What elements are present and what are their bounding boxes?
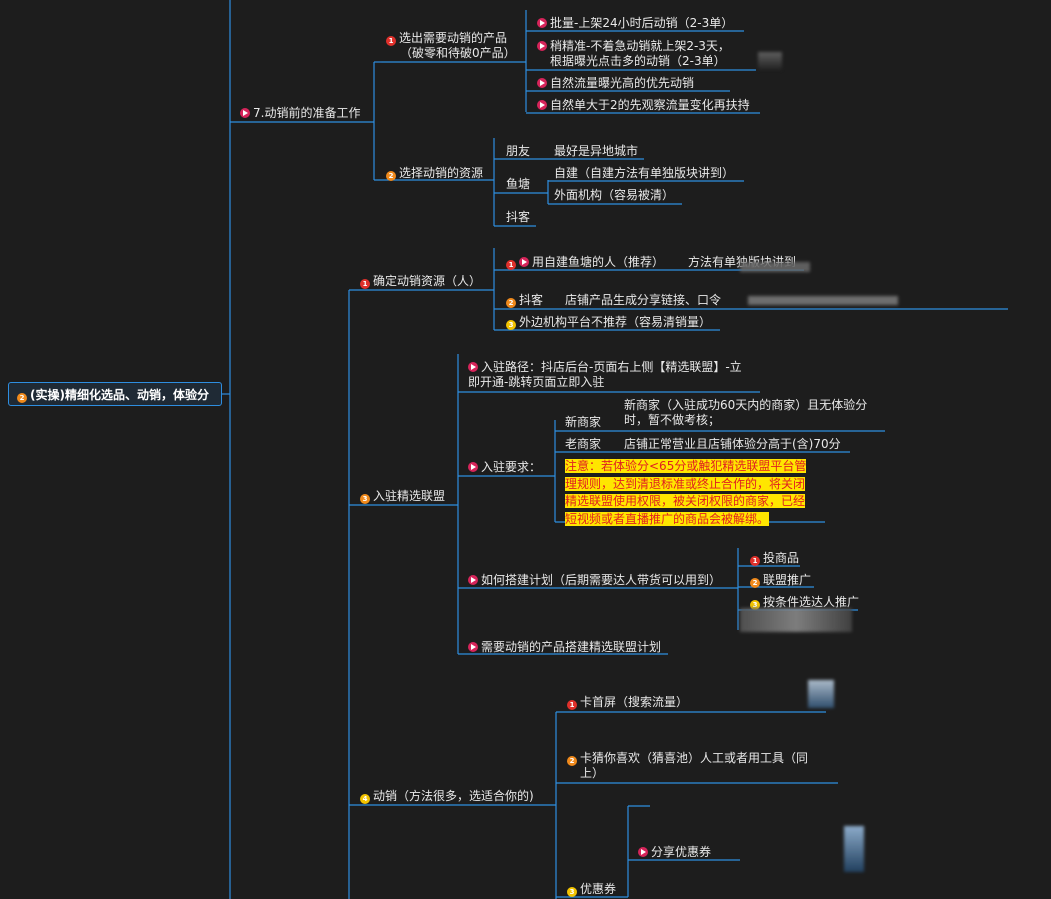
- priority-badge: 2: [567, 756, 577, 766]
- warning-note: 注意：若体验分<65分或触犯精选联盟平台管 理规则，达到清退标准或终止合作的，将…: [565, 458, 813, 528]
- topic-share-coupon[interactable]: 分享优惠券: [638, 845, 711, 860]
- arrow-icon: [240, 108, 250, 118]
- topic-select-item[interactable]: 稍精准-不着急动销就上架2-3天，根据曝光点击多的动销（2-3单）: [537, 39, 730, 69]
- priority-badge: 2: [386, 171, 396, 181]
- topic-friend-note: 最好是异地城市: [554, 144, 638, 159]
- priority-badge: 3: [360, 494, 370, 504]
- arrow-icon: [537, 100, 547, 110]
- topic-prep[interactable]: 7.动销前的准备工作: [240, 106, 360, 121]
- arrow-icon: [468, 362, 478, 372]
- priority-badge: 1: [386, 36, 396, 46]
- topic-pond-item[interactable]: 外面机构（容易被清）: [554, 188, 674, 203]
- blurred-text: [748, 296, 898, 305]
- topic-pond-item[interactable]: 自建（自建方法有单独版块讲到）: [554, 166, 734, 181]
- topic-pond[interactable]: 鱼塘: [506, 177, 530, 192]
- image-thumbnail: [808, 680, 834, 708]
- priority-badge: 2: [506, 298, 516, 308]
- arrow-icon: [638, 847, 648, 857]
- topic-new-merchant[interactable]: 新商家: [565, 415, 601, 430]
- priority-badge: 1: [567, 700, 577, 710]
- topic-alliance-path[interactable]: 入驻路径：抖店后台-页面右上侧【精选联盟】-立 即开通-跳转页面立即入驻: [468, 360, 742, 390]
- priority-badge: 3: [506, 320, 516, 330]
- blurred-text: [740, 262, 810, 272]
- arrow-icon: [537, 18, 547, 28]
- topic-old-merchant-note: 店铺正常营业且店铺体验分高于(含)70分: [624, 437, 841, 452]
- topic-friend[interactable]: 朋友: [506, 144, 530, 159]
- arrow-icon: [468, 642, 478, 652]
- topic-build-plan[interactable]: 如何搭建计划（后期需要达人带货可以用到）: [468, 573, 721, 588]
- topic-select-item[interactable]: 自然流量曝光高的优先动销: [537, 76, 694, 91]
- arrow-icon: [519, 257, 529, 267]
- image-thumbnail: [844, 826, 864, 872]
- priority-badge: 1: [506, 260, 516, 270]
- arrow-icon: [468, 462, 478, 472]
- priority-badge: 1: [360, 279, 370, 289]
- topic-need-plan[interactable]: 需要动销的产品搭建精选联盟计划: [468, 640, 661, 655]
- image-thumbnail: [740, 608, 852, 632]
- priority-badge: 3: [567, 887, 577, 897]
- topic-alliance-req[interactable]: 入驻要求：: [468, 460, 541, 475]
- topic-determine-note: 店铺产品生成分享链接、口令: [565, 293, 721, 308]
- image-thumbnail: [758, 52, 782, 70]
- arrow-icon: [468, 575, 478, 585]
- topic-new-merchant-note: 新商家（入驻成功60天内的商家）且无体验分时，暂不做考核；: [624, 398, 867, 428]
- topic-select-item[interactable]: 自然单大于2的先观察流量变化再扶持: [537, 98, 750, 113]
- arrow-icon: [537, 41, 547, 51]
- root-label: (实操)精细化选品、动销，体验分: [30, 388, 209, 402]
- priority-badge: 4: [360, 794, 370, 804]
- priority-badge: 2: [17, 393, 27, 403]
- arrow-icon: [537, 78, 547, 88]
- topic-select-item[interactable]: 批量-上架24小时后动销（2-3单）: [537, 16, 733, 31]
- topic-old-merchant[interactable]: 老商家: [565, 437, 601, 452]
- priority-badge: 2: [750, 578, 760, 588]
- topic-douke[interactable]: 抖客: [506, 210, 530, 225]
- root-topic[interactable]: 2(实操)精细化选品、动销，体验分: [8, 382, 222, 406]
- priority-badge: 1: [750, 556, 760, 566]
